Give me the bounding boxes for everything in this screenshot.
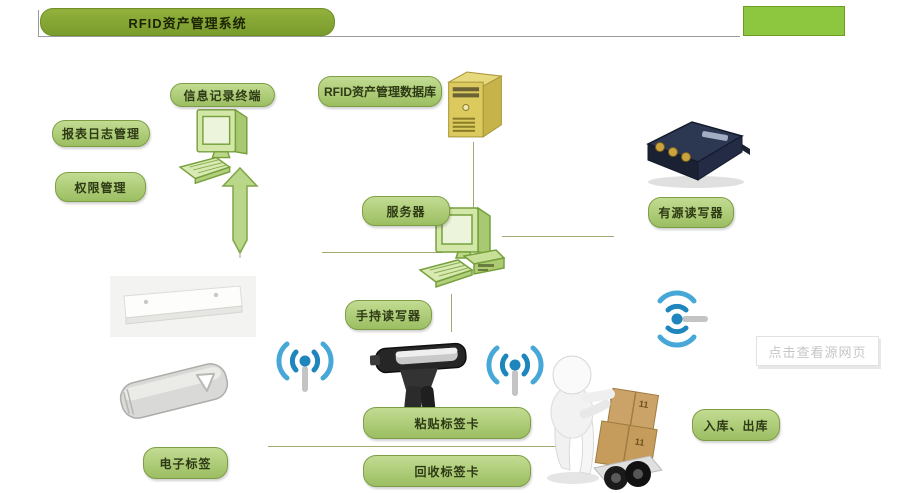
server-computer-illustration	[418, 206, 506, 289]
top-left-divider	[38, 10, 39, 37]
label-paste-tag: 粘贴标签卡	[363, 407, 531, 439]
active-reader-device-image	[646, 121, 750, 188]
label-text: 电子标签	[159, 456, 212, 471]
view-source-watermark[interactable]: 点击查看源网页	[756, 336, 879, 366]
label-info-terminal: 信息记录终端	[170, 83, 275, 107]
info-terminal-computer-illustration	[178, 108, 248, 185]
accent-bar	[743, 6, 845, 36]
connector-line	[502, 236, 614, 237]
electronic-tag-image	[110, 276, 256, 337]
connector-line	[322, 252, 442, 253]
label-recycle-tag: 回收标签卡	[363, 455, 531, 487]
label-text: 有源读写器	[658, 206, 724, 220]
label-text: RFID资产管理数据库	[324, 85, 436, 99]
connector-line	[268, 446, 560, 447]
title-banner: RFID资产管理系统	[40, 8, 335, 36]
label-text: 服务器	[386, 204, 426, 219]
label-permission: 权限管理	[55, 172, 146, 202]
label-text: 手持读写器	[355, 308, 421, 323]
header-rule-line	[38, 36, 740, 37]
svg-text:11: 11	[634, 436, 645, 447]
label-report-log: 报表日志管理	[52, 120, 150, 147]
label-server: 服务器	[362, 196, 450, 226]
page-title: RFID资产管理系统	[128, 15, 247, 31]
keyfob-tag-image	[119, 363, 229, 419]
label-text: 权限管理	[74, 180, 127, 195]
label-handheld-reader: 手持读写器	[345, 300, 432, 330]
connector-line	[473, 142, 474, 218]
label-in-out-storage: 入库、出库	[692, 409, 780, 441]
label-text: 报表日志管理	[61, 127, 140, 141]
label-electronic-tag: 电子标签	[143, 447, 228, 479]
label-active-reader: 有源读写器	[648, 197, 734, 228]
label-text: 粘贴标签卡	[414, 416, 480, 431]
database-server-tower-illustration	[447, 71, 503, 138]
label-database: RFID资产管理数据库	[318, 76, 442, 107]
label-text: 入库、出库	[703, 418, 769, 433]
svg-text:11: 11	[638, 399, 649, 410]
label-text: 信息记录终端	[183, 88, 262, 103]
up-arrow-connector	[221, 166, 259, 258]
handheld-reader-device-image	[370, 342, 467, 433]
label-text: 回收标签卡	[414, 464, 480, 479]
connector-line	[451, 294, 452, 332]
watermark-text: 点击查看源网页	[768, 344, 867, 360]
worker-handtruck-illustration: 11 11	[547, 355, 663, 490]
wifi-antenna-icon-left	[276, 341, 334, 392]
wifi-signal-icon	[657, 290, 708, 348]
wifi-antenna-icon-right	[486, 345, 544, 396]
